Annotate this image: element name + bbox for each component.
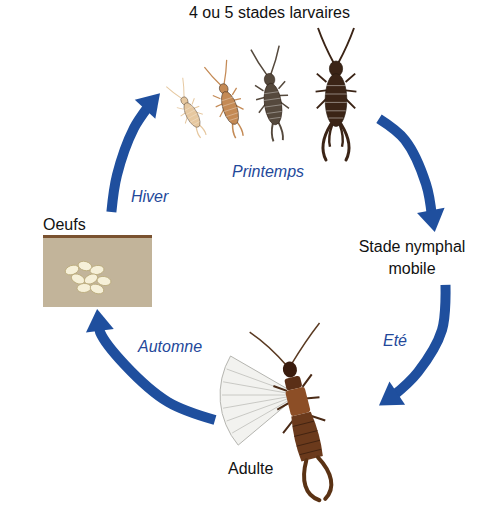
stage-node: Stade nymphal mobile xyxy=(345,232,479,285)
arrow-shaft xyxy=(99,325,215,420)
stage-node: 4 ou 5 stades larvaires xyxy=(160,2,379,162)
egg xyxy=(77,283,92,293)
arrow-shaft xyxy=(379,119,432,216)
season-label: Printemps xyxy=(232,162,304,182)
abdomen xyxy=(289,411,324,462)
season-arrow xyxy=(379,285,446,406)
egg-cluster xyxy=(64,260,112,296)
egg xyxy=(89,282,105,295)
stage-label: Adulte xyxy=(228,458,379,480)
larva-figure xyxy=(249,45,294,143)
soil-box xyxy=(43,237,152,307)
arrow-head xyxy=(135,93,160,119)
larva-figure xyxy=(165,77,212,141)
arrow-head xyxy=(417,208,445,232)
larva-figure xyxy=(316,28,357,147)
stage-node: Adulte xyxy=(215,318,379,508)
season-label: Hiver xyxy=(131,187,168,207)
stage-label: Oeufs xyxy=(43,214,159,236)
stage-node: Oeufs xyxy=(40,212,159,309)
stage-label: Stade nymphal mobile xyxy=(345,236,479,281)
arrow-head xyxy=(379,382,405,406)
season-label: Automne xyxy=(138,337,202,357)
segments xyxy=(292,421,322,455)
head xyxy=(281,360,298,379)
season-arrow xyxy=(86,309,215,420)
forceps xyxy=(299,456,335,503)
arrow-head xyxy=(86,309,114,333)
season-arrow xyxy=(379,119,445,232)
stage-label: 4 ou 5 stades larvaires xyxy=(160,2,379,24)
elytra xyxy=(285,386,311,416)
adult-wing xyxy=(220,356,298,445)
larva-pincers xyxy=(323,124,349,160)
adult-earwig xyxy=(250,315,361,507)
soil-surface xyxy=(43,235,152,238)
season-label: Eté xyxy=(383,331,407,351)
larva-figure xyxy=(203,59,252,141)
